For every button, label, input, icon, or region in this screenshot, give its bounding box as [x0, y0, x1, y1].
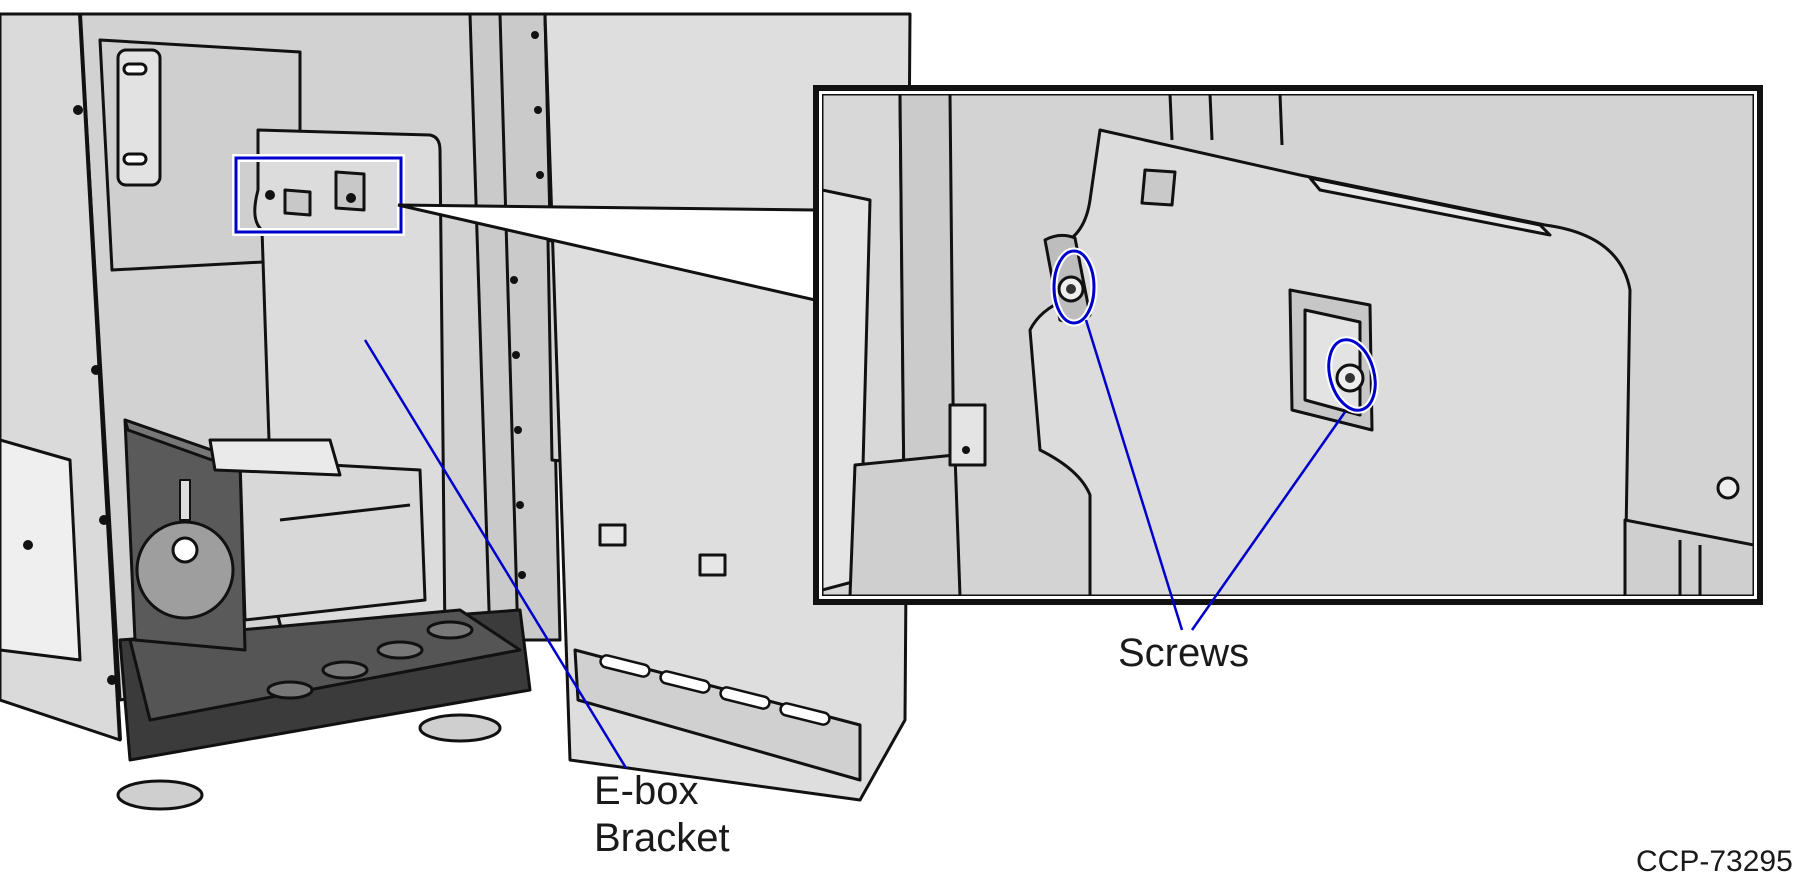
kiosk-cabinet [0, 12, 912, 811]
callout-leader-lines [363, 319, 1347, 769]
screws-leader-right [1190, 411, 1347, 631]
ebox-leader-line [363, 339, 628, 769]
ebox-bracket-label: E-box Bracket [594, 768, 730, 862]
zoom-inset [813, 85, 1763, 605]
vent-slots [599, 654, 831, 726]
ebox-label-line2: Bracket [594, 816, 730, 860]
screws-label: Screws [1118, 631, 1250, 675]
screws-leader-left [1084, 319, 1184, 631]
figure-id: CCP-73295 [1636, 845, 1793, 878]
ebox-label-line1: E-box [594, 769, 699, 813]
